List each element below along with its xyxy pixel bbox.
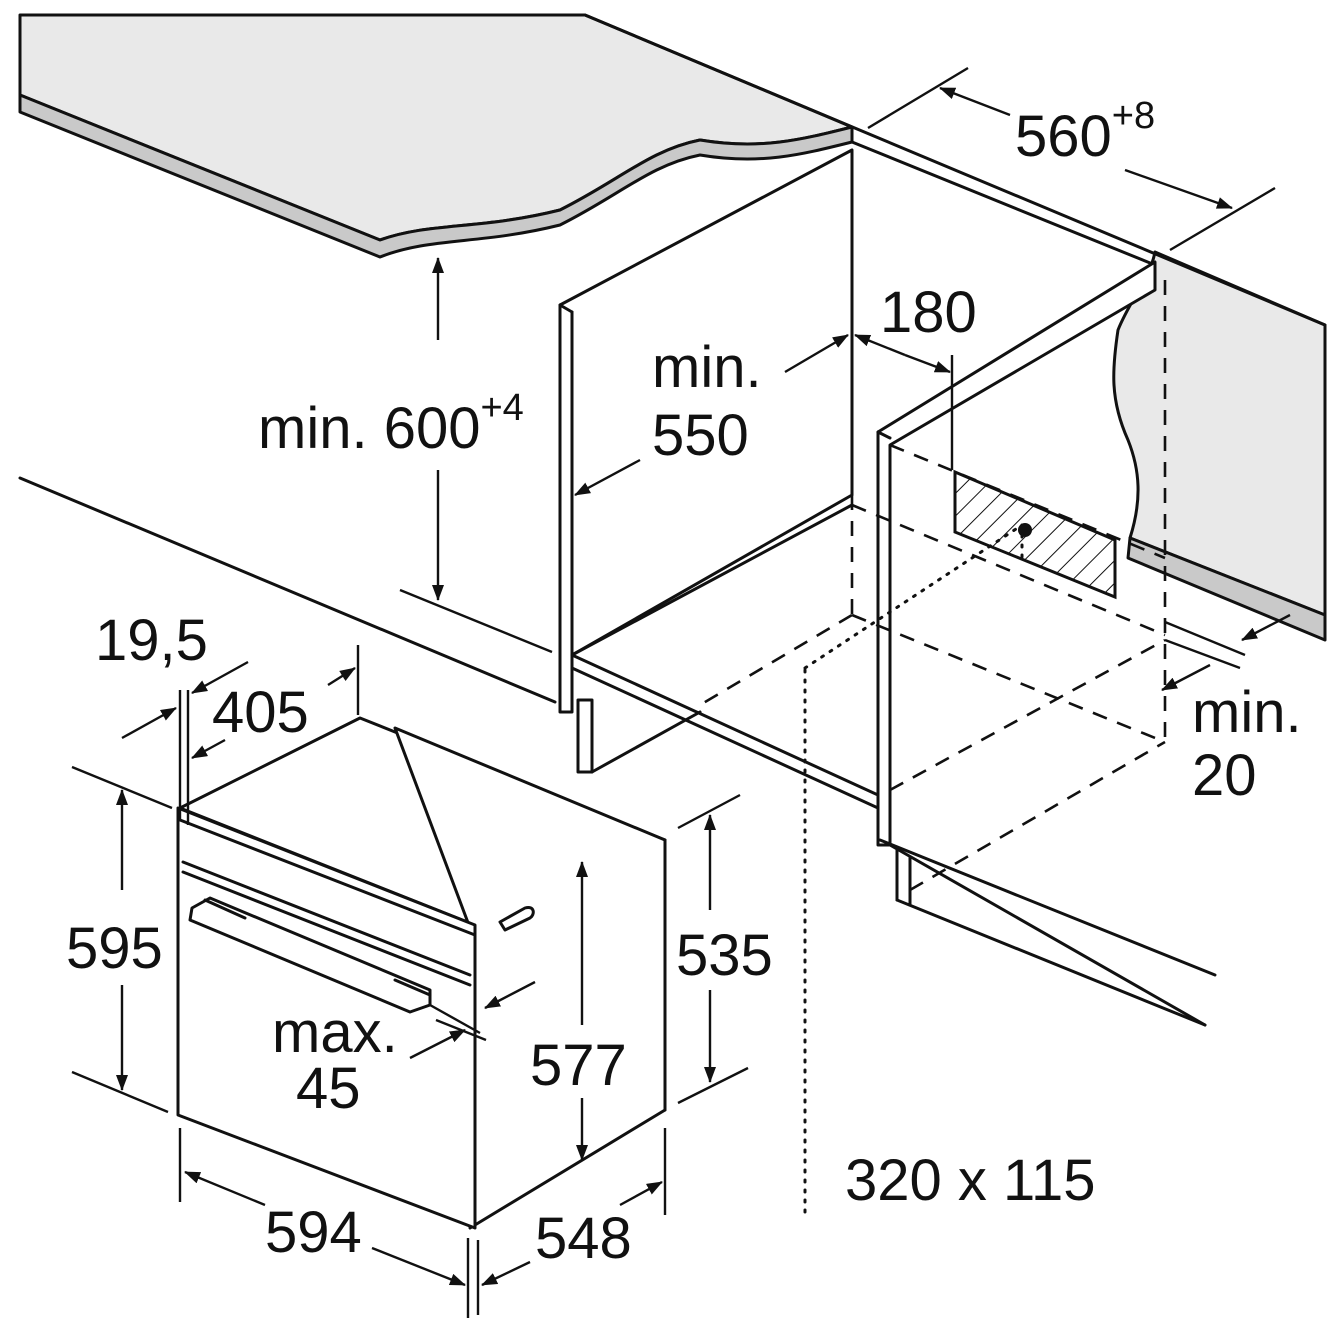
dim-max-45-line2: 45 bbox=[296, 1056, 361, 1121]
dim-min-600: min. 600+4 bbox=[258, 387, 524, 461]
oven bbox=[176, 716, 667, 1230]
countertop-left bbox=[18, 13, 854, 259]
dim-560: 560+8 bbox=[1015, 95, 1155, 169]
dim-577: 577 bbox=[530, 1033, 627, 1098]
dim-19-5: 19,5 bbox=[95, 608, 208, 673]
dim-595: 595 bbox=[66, 916, 163, 981]
dim-min-20-line2: 20 bbox=[1192, 743, 1257, 808]
dim-min-550-line1: min. bbox=[652, 335, 762, 400]
dim-320x115: 320 x 115 bbox=[845, 1148, 1095, 1213]
countertop-right bbox=[1112, 250, 1327, 642]
dim-535: 535 bbox=[676, 923, 773, 988]
vent-opening bbox=[953, 469, 1117, 600]
dim-548: 548 bbox=[535, 1206, 632, 1271]
dim-min-550-line2: 550 bbox=[652, 403, 749, 468]
dim-594: 594 bbox=[265, 1200, 362, 1265]
dim-min-20-line1: min. bbox=[1192, 680, 1302, 745]
niche-cabinet bbox=[18, 13, 1327, 1217]
dim-405: 405 bbox=[212, 680, 309, 745]
dim-max-45-line1: max. bbox=[272, 1000, 398, 1065]
dim-180: 180 bbox=[880, 280, 977, 345]
